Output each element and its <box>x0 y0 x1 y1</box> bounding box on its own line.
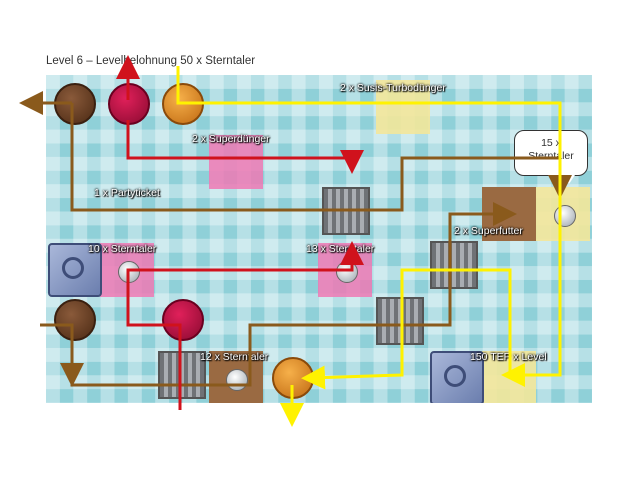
yellow-path-2 <box>301 268 512 390</box>
gate-icon <box>158 351 206 399</box>
brown-token-icon <box>54 299 96 341</box>
yellow-path <box>176 66 562 387</box>
brown-path-3 <box>40 202 517 387</box>
reward-label-turbo: 2 x Susis-Turbodünger <box>340 82 446 94</box>
reward-label-tep: 150 TEP x Level <box>470 351 547 363</box>
reward-label-sterntaler10: 10 x Sterntaler <box>88 243 157 255</box>
reward-label-superduenger: 2 x Superdünger <box>192 133 270 145</box>
gate-icon <box>430 241 478 289</box>
red-path <box>126 120 364 174</box>
reward-cell-superduenger <box>209 135 263 189</box>
red-path-3 <box>126 241 364 410</box>
reward-cell-turbo <box>376 80 430 134</box>
game-board: 2 x Susis-Turbodünger 2 x Superdünger 1 … <box>46 75 592 403</box>
steel-block-icon <box>430 351 484 403</box>
steel-block-icon <box>48 243 102 297</box>
page-title: Level 6 – Levelbelohnung 50 x Sterntaler <box>46 55 256 67</box>
red-token-icon <box>162 299 204 341</box>
bubble-line-1: 15 x <box>541 137 561 149</box>
reward-label-partyticket: 1 x Partyticket <box>94 187 160 199</box>
reward-label-superfutter: 2 x Superfutter <box>454 225 523 237</box>
gate-icon <box>376 297 424 345</box>
